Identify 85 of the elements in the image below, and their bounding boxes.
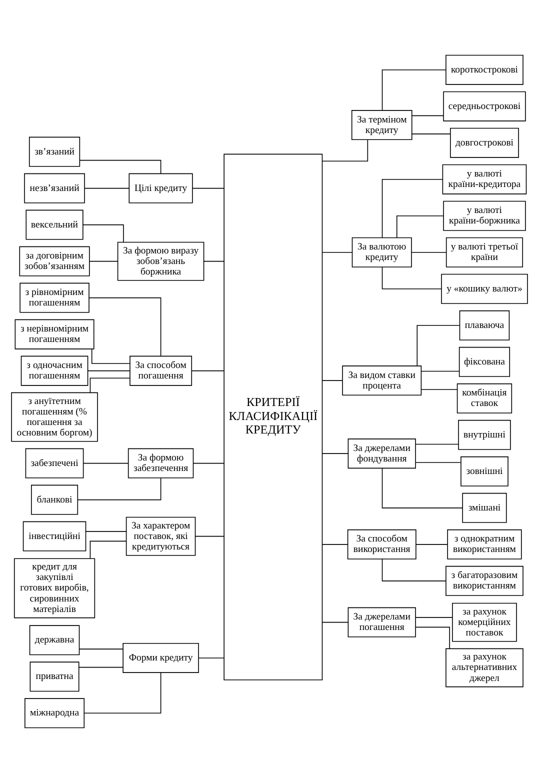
node-box: За формою забезпечення xyxy=(128,448,194,478)
connector xyxy=(84,187,130,188)
connector xyxy=(416,324,460,366)
connector xyxy=(191,370,224,371)
connector xyxy=(192,187,224,188)
node-box: фіксована xyxy=(458,346,510,376)
node-box: вексельний xyxy=(26,209,84,240)
connector xyxy=(198,657,224,658)
node-box: з ануїтетним погашенням (% погашення за основним боргом) xyxy=(11,392,98,442)
node-box: кредит для закупівлі готових виробів, сировинних матеріалів xyxy=(14,558,96,618)
connector xyxy=(420,370,460,372)
connector xyxy=(322,138,368,162)
node-box: За терміном кредиту xyxy=(351,110,412,140)
connector xyxy=(79,159,162,174)
node-box: За валютою кредиту xyxy=(352,236,412,267)
connector xyxy=(412,114,444,116)
connector xyxy=(82,224,124,242)
node-box: внутрішні xyxy=(458,419,511,450)
connector xyxy=(382,68,446,110)
node-box: середньострокові xyxy=(443,90,526,121)
connector xyxy=(382,468,463,508)
connector xyxy=(382,558,446,581)
connector xyxy=(83,462,128,464)
connector xyxy=(79,648,124,649)
node-box: короткострокові xyxy=(446,54,524,84)
node-box: За джерелами погашення xyxy=(348,606,416,637)
connector xyxy=(322,251,352,252)
node-box: з нерівномірним погашенням xyxy=(14,318,94,349)
connector xyxy=(420,388,458,390)
connector xyxy=(78,666,124,668)
node-box: довгострокові xyxy=(450,127,519,158)
connector xyxy=(415,443,459,444)
connector xyxy=(382,178,444,238)
node-box: За джерелами фондування xyxy=(348,438,416,468)
connector xyxy=(195,535,224,536)
node-box: за рахунок комерційних поставок xyxy=(452,602,517,642)
node-box: у валюті третьої країни xyxy=(446,236,523,267)
node-box: За характером поставок, які кредитуються xyxy=(126,516,196,556)
node-box: з багаторазовим використанням xyxy=(446,565,524,596)
connector xyxy=(415,616,453,618)
connector xyxy=(87,370,130,371)
connector xyxy=(415,626,450,649)
node-box: незв’язаний xyxy=(24,172,85,203)
connector xyxy=(382,266,442,289)
node-box: За формою виразу зобов’язань боржника xyxy=(117,241,204,280)
connector xyxy=(396,214,444,238)
connector xyxy=(84,672,162,714)
node-box: комбінація ставок xyxy=(456,382,512,413)
node-box: бланкові xyxy=(31,484,78,514)
node-box: з одночасним погашенням xyxy=(20,355,88,386)
connector xyxy=(91,348,130,364)
connector xyxy=(204,260,224,262)
node-box: За видом ставки процента xyxy=(342,365,422,396)
node-box: Форми кредиту xyxy=(122,642,199,672)
connector xyxy=(412,133,451,134)
node-box: з однократним використанням xyxy=(447,528,522,559)
node-box: Цілі кредиту xyxy=(128,172,193,203)
node-box: міжнародна xyxy=(24,698,85,728)
node-box: у валюті країни-кредитора xyxy=(442,164,527,194)
connector xyxy=(77,477,162,500)
node-box: КРИТЕРІЇ КЛАСИФІКАЦІЇ КРЕДИТУ xyxy=(224,153,323,680)
node-box: у «кошику валют» xyxy=(441,273,528,304)
node-box: змішані xyxy=(462,492,507,522)
connector xyxy=(322,621,348,622)
connector xyxy=(192,462,224,464)
connector xyxy=(411,251,446,252)
node-box: за договірним зобов’язанням xyxy=(19,246,90,276)
node-box: у валюті країни-боржника xyxy=(443,200,526,230)
node-box: За способом використання xyxy=(347,528,416,559)
node-box: плаваюча xyxy=(459,310,510,340)
connector xyxy=(88,296,162,356)
node-box: зв’язаний xyxy=(28,136,80,166)
node-box: приватна xyxy=(30,661,80,692)
node-box: зовнішні xyxy=(460,456,508,486)
connector xyxy=(89,260,118,262)
node-box: За способом погашення xyxy=(130,355,192,386)
node-box: державна xyxy=(29,624,80,655)
connector xyxy=(322,452,348,454)
node-box: інвестиційні xyxy=(22,520,86,551)
node-box: забезпечені xyxy=(25,448,84,478)
node-box: з рівномірним погашенням xyxy=(20,282,90,312)
connector xyxy=(85,530,126,532)
connector xyxy=(90,540,127,558)
node-box: за рахунок альтернативних джерел xyxy=(446,648,524,687)
connector xyxy=(90,377,130,393)
